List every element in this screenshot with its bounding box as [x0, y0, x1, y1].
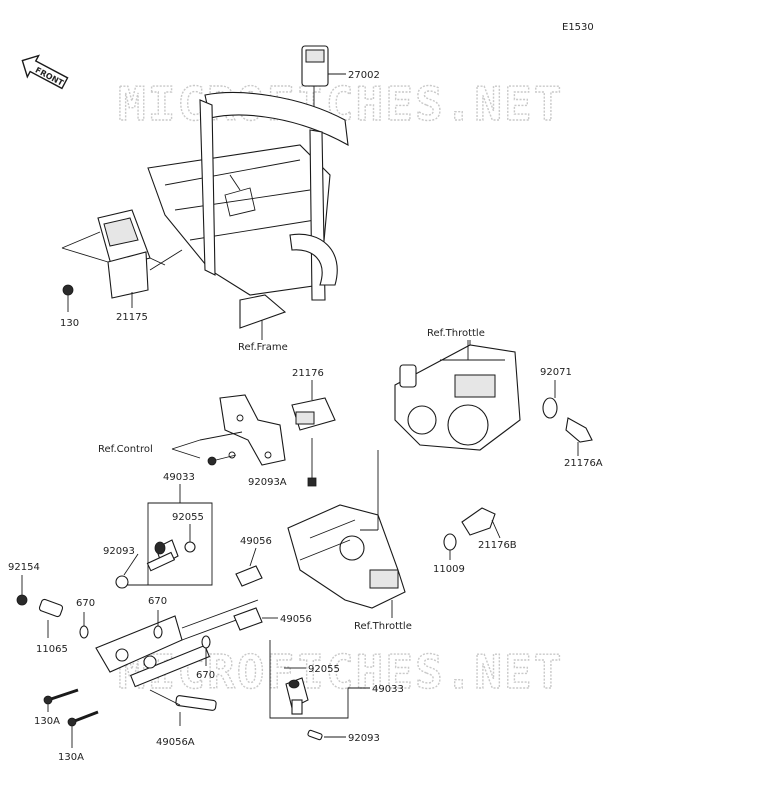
label-92154: 92154: [8, 562, 40, 573]
ref-frame: Ref.Frame: [238, 342, 288, 353]
oring-92055-top: [184, 524, 196, 553]
oring-670-b: [153, 610, 163, 639]
label-49033-bottom: 49033: [372, 684, 404, 695]
bolt-130A-b: [67, 710, 99, 748]
sensor-21176: [291, 380, 336, 431]
bracket-49033-top: [126, 484, 213, 586]
sensor-21176A: [565, 417, 593, 456]
label-49056-b: 49056: [280, 614, 312, 625]
pipe-49056-a: [235, 547, 263, 587]
bracket-49033-bottom: [269, 640, 370, 719]
front-arrow-icon: FRONT: [21, 54, 69, 90]
label-92093A: 92093A: [248, 477, 287, 488]
label-92093-top: 92093: [103, 546, 135, 557]
throttle-body-top: [394, 340, 521, 451]
bracket-ref-control: [219, 394, 286, 466]
pipe-49056A: [149, 689, 217, 726]
collar-11065: [38, 598, 64, 638]
label-670-b: 670: [148, 596, 167, 607]
oring-670-a: [79, 612, 89, 639]
bolt-92154: [16, 575, 28, 606]
cap-92093-top: [115, 553, 139, 589]
label-670-a: 670: [76, 598, 95, 609]
ecu-21175: [61, 209, 183, 308]
label-92071: 92071: [540, 367, 572, 378]
label-11065: 11065: [36, 644, 68, 655]
label-130A-b: 130A: [58, 752, 84, 763]
label-21176B: 21176B: [478, 540, 517, 551]
ref-throttle-bottom: Ref.Throttle: [354, 621, 412, 632]
oring-670-c: [201, 635, 211, 666]
cap-92093A: [307, 438, 317, 487]
label-49056-a: 49056: [240, 536, 272, 547]
ref-throttle-top: Ref.Throttle: [427, 328, 485, 339]
cap-92093-bottom: [307, 729, 346, 741]
frame-assembly: [147, 92, 349, 340]
label-130A-a: 130A: [34, 716, 60, 727]
label-11009: 11009: [433, 564, 465, 575]
label-21175: 21175: [116, 312, 148, 323]
label-130: 130: [60, 318, 79, 329]
diagram-code: E1530: [562, 22, 594, 33]
label-21176: 21176: [292, 368, 324, 379]
label-92055-top: 92055: [172, 512, 204, 523]
gasket-11009: [443, 533, 457, 560]
bolt-130: [62, 284, 74, 312]
injector-bottom: [285, 677, 309, 715]
label-49033-top: 49033: [163, 472, 195, 483]
label-670-c: 670: [196, 670, 215, 681]
pipe-49056-b: [233, 607, 278, 631]
oring-92071: [542, 380, 558, 419]
injector-top: [146, 539, 179, 572]
label-27002: 27002: [348, 70, 380, 81]
bolt-control: [207, 451, 237, 466]
label-21176A: 21176A: [564, 458, 603, 469]
label-92055-bottom: 92055: [308, 664, 340, 675]
label-92093-bottom: 92093: [348, 733, 380, 744]
bolt-130A-a: [43, 688, 79, 712]
throttle-body-bottom: [287, 450, 406, 618]
label-49056A: 49056A: [156, 737, 195, 748]
ref-control: Ref.Control: [98, 444, 153, 455]
sensor-21176B: [461, 507, 501, 539]
